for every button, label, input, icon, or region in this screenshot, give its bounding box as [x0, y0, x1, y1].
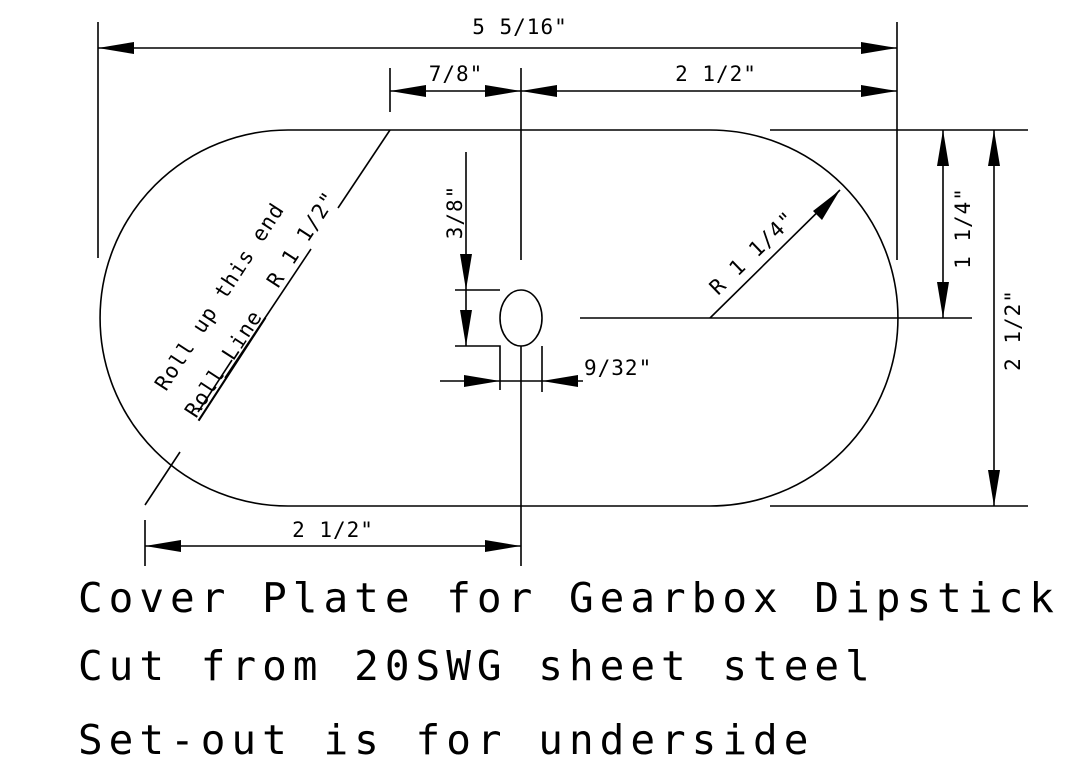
overall-height-dimension: 2 1/2" — [770, 130, 1028, 507]
dipstick-hole — [499, 289, 543, 347]
hole-width-dimension: 9/32" — [440, 346, 652, 392]
bottom-length-label: 2 1/2" — [292, 518, 374, 542]
hole-top-dimension: 3/8" — [443, 152, 501, 390]
bottom-length-dimension: 2 1/2" — [144, 518, 521, 566]
hole-top-label: 3/8" — [443, 185, 467, 240]
half-height-dimension: 1 1/4" — [770, 129, 1028, 318]
radius-dimension: R 1 1/4" — [580, 189, 972, 319]
overall-length-label: 5 5/16" — [472, 15, 568, 39]
center-to-end-label: 2 1/2" — [675, 62, 757, 86]
overall-length-dimension: 5 5/16" — [97, 15, 898, 260]
caption-setout: Set-out is for underside — [78, 716, 815, 764]
hole-width-label: 9/32" — [584, 356, 652, 380]
caption-material: Cut from 20SWG sheet steel — [78, 642, 876, 690]
hole-offset-label: 7/8" — [429, 62, 484, 86]
roll-line: R 1 1/2" Roll Line Roll up this end — [144, 129, 391, 506]
radius-label: R 1 1/4" — [705, 207, 800, 300]
overall-height-label: 2 1/2" — [1001, 289, 1025, 371]
top-offset-dimension: 7/8" 2 1/2" — [389, 62, 897, 260]
half-height-label: 1 1/4" — [951, 187, 975, 269]
caption-title: Cover Plate for Gearbox Dipstick — [78, 574, 1060, 622]
plate-outline — [99, 129, 899, 507]
